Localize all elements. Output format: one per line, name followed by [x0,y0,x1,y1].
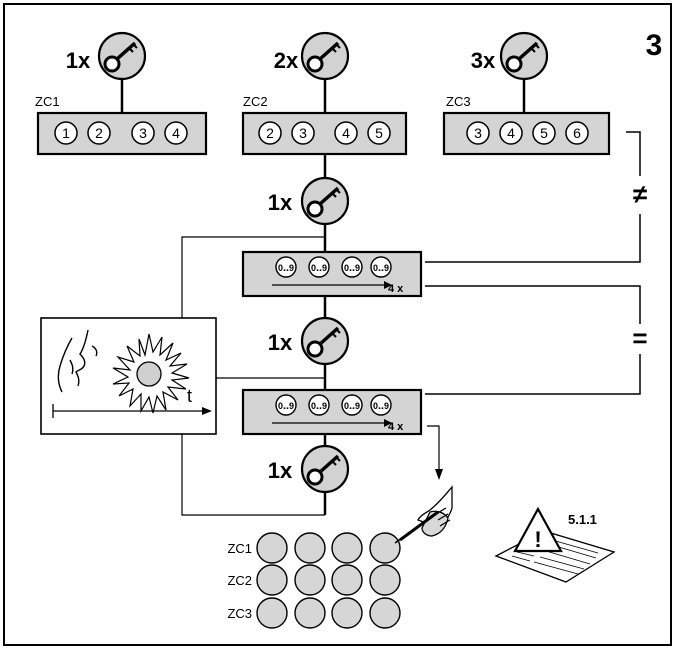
digit: 6 [573,125,581,141]
figure-number: 3 [646,29,663,62]
memory-cell [257,565,287,595]
write-arrow [427,426,439,470]
code-digit: 0‥9 [311,401,327,411]
repeat-label-2: 4 x [388,421,404,433]
key-icon [302,33,348,79]
digit: 4 [342,125,350,141]
digit: 5 [540,125,548,141]
memory-cell [370,598,400,628]
memory-row-label: ZC1 [227,541,252,556]
memory-cell [370,533,400,563]
memory-cell [257,533,287,563]
code-digit: 0‥9 [373,401,389,411]
memory-cell [257,598,287,628]
pen-hand-icon [395,487,452,543]
key-icon [99,33,145,79]
memory-row-label: ZC3 [227,606,252,621]
group-label-zc1: ZC1 [35,94,60,109]
code-digit: 0‥9 [278,401,294,411]
key-count-zc3: 3x [471,48,496,73]
digit: 5 [375,125,383,141]
digit: 4 [172,125,180,141]
key-icon [302,178,348,224]
digit: 1 [62,125,70,141]
equal-bracket [425,286,640,394]
digit: 2 [266,125,274,141]
code-digit: 0‥9 [311,263,327,273]
memory-cell [332,565,362,595]
key-count-step3: 1x [268,458,293,483]
time-label: t [187,386,192,406]
memory-cell [295,598,325,628]
digit: 3 [474,125,482,141]
digit: 3 [139,125,147,141]
memory-cell [295,533,325,563]
code-digit: 0‥9 [278,263,294,273]
reference-label: 5.1.1 [568,512,597,527]
key-icon [302,318,348,364]
digit: 2 [95,125,103,141]
group-label-zc2: ZC2 [243,94,268,109]
svg-text:!: ! [534,527,541,552]
code-digit: 0‥9 [344,263,360,273]
code-digit: 0‥9 [344,401,360,411]
memory-table: ZC1 ZC2 ZC3 [227,533,400,628]
memory-cell [295,565,325,595]
equal-symbol: = [632,323,647,353]
repeat-label-1: 4 x [388,283,404,295]
key-icon [302,446,348,492]
memory-cell [370,565,400,595]
memory-cell [332,598,362,628]
digit: 4 [507,125,515,141]
key-count-zc1: 1x [66,48,91,73]
key-icon [501,33,547,79]
group-label-zc3: ZC3 [446,94,471,109]
code-digit: 0‥9 [373,263,389,273]
key-count-step2: 1x [268,330,293,355]
memory-row-label: ZC2 [227,573,252,588]
not-equal-symbol: ≠ [633,179,647,209]
digit: 3 [299,125,307,141]
key-count-step1: 1x [268,190,293,215]
write-arrow-head [435,469,443,480]
memory-cell [332,533,362,563]
key-count-zc2: 2x [274,48,299,73]
